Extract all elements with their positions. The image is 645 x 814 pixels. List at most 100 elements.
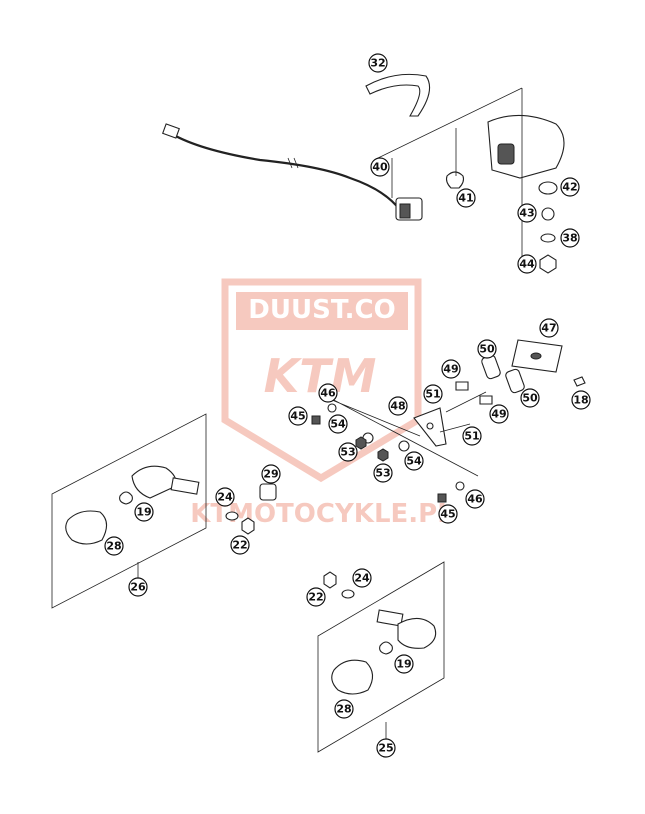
bulb-part bbox=[445, 171, 465, 189]
svg-text:22: 22 bbox=[308, 591, 323, 604]
svg-text:46: 46 bbox=[467, 493, 483, 506]
spacer-part-b bbox=[479, 395, 493, 405]
sleeve-part bbox=[541, 207, 555, 221]
svg-text:29: 29 bbox=[263, 468, 278, 481]
callout: 22 bbox=[306, 587, 326, 607]
nut-22-part bbox=[241, 517, 255, 535]
callout: 50 bbox=[520, 388, 540, 408]
bulb-small-part bbox=[573, 376, 586, 387]
top-assembly bbox=[162, 73, 565, 274]
callout: 24 bbox=[352, 568, 372, 588]
callout: 29 bbox=[261, 464, 281, 484]
svg-text:45: 45 bbox=[440, 508, 455, 521]
lamp-housing-window bbox=[497, 143, 515, 165]
spacer-29-part bbox=[259, 483, 277, 501]
right-signal-stem bbox=[376, 609, 404, 627]
callout: 42 bbox=[560, 177, 580, 197]
svg-text:25: 25 bbox=[378, 742, 393, 755]
svg-text:53: 53 bbox=[340, 446, 355, 459]
callout: 53 bbox=[338, 442, 358, 462]
callout: 41 bbox=[456, 188, 476, 208]
callout: 28 bbox=[334, 699, 354, 719]
right-turn-signal-assembly bbox=[317, 561, 445, 753]
rubber-buffer-part-b bbox=[505, 368, 525, 394]
svg-text:32: 32 bbox=[370, 57, 385, 70]
svg-text:42: 42 bbox=[562, 181, 577, 194]
watermark-badge-text: DUUST.CO bbox=[248, 295, 395, 325]
nut-22-lower-part bbox=[323, 571, 337, 589]
callout: 49 bbox=[441, 359, 461, 379]
svg-text:18: 18 bbox=[573, 394, 588, 407]
callout: 51 bbox=[462, 426, 482, 446]
svg-text:51: 51 bbox=[464, 430, 479, 443]
callout: 24 bbox=[215, 487, 235, 507]
callout: 28 bbox=[104, 536, 124, 556]
spacer-part-a bbox=[455, 381, 469, 391]
signal-mount-parts bbox=[225, 483, 355, 599]
nut-part-b bbox=[377, 448, 389, 462]
washer-24-lower-part bbox=[341, 589, 355, 599]
rubber-band-part bbox=[365, 73, 431, 117]
callout: 43 bbox=[517, 203, 537, 223]
callout: 54 bbox=[404, 451, 424, 471]
callout-layer: 32 40 41 42 43 38 44 47 50 49 51 48 46 4… bbox=[104, 53, 591, 758]
right-signal-body-part bbox=[397, 617, 437, 649]
left-signal-body-part bbox=[131, 465, 177, 499]
washer-part-a bbox=[327, 403, 337, 413]
screw-part-a bbox=[311, 415, 321, 425]
left-signal-stem bbox=[170, 477, 200, 495]
callout: 18 bbox=[571, 390, 591, 410]
screw-part-b bbox=[437, 493, 447, 503]
watermark-badge bbox=[236, 292, 408, 330]
callout: 19 bbox=[394, 654, 414, 674]
callout: 49 bbox=[489, 404, 509, 424]
svg-text:53: 53 bbox=[375, 467, 390, 480]
svg-text:38: 38 bbox=[562, 232, 577, 245]
grommet-part bbox=[538, 181, 558, 195]
svg-text:47: 47 bbox=[541, 322, 556, 335]
callout: 50 bbox=[477, 339, 497, 359]
washer-part bbox=[540, 233, 556, 243]
middle-assembly bbox=[311, 339, 586, 503]
svg-text:43: 43 bbox=[519, 207, 534, 220]
svg-text:49: 49 bbox=[491, 408, 506, 421]
svg-text:50: 50 bbox=[479, 343, 495, 356]
svg-text:54: 54 bbox=[330, 418, 346, 431]
washer-part-b bbox=[455, 481, 465, 491]
svg-text:24: 24 bbox=[354, 572, 370, 585]
washer-24-part bbox=[225, 511, 239, 521]
wiring-harness bbox=[171, 133, 401, 211]
callout: 54 bbox=[328, 414, 348, 434]
callout: 40 bbox=[370, 157, 390, 177]
harness-connector-part bbox=[162, 123, 180, 139]
leader-lines-middle bbox=[329, 391, 487, 477]
callout: 53 bbox=[373, 463, 393, 483]
callout: 19 bbox=[134, 502, 154, 522]
right-signal-bulb-part bbox=[379, 641, 393, 655]
callout: 46 bbox=[318, 383, 338, 403]
callout: 51 bbox=[423, 384, 443, 404]
leader-lines-top bbox=[377, 87, 523, 268]
svg-text:45: 45 bbox=[290, 410, 305, 423]
callout: 46 bbox=[465, 489, 485, 509]
watermark-shield bbox=[221, 278, 422, 483]
callout: 45 bbox=[438, 504, 458, 524]
svg-text:19: 19 bbox=[396, 658, 411, 671]
svg-text:28: 28 bbox=[336, 703, 351, 716]
callout: 26 bbox=[128, 577, 148, 597]
svg-text:44: 44 bbox=[519, 258, 535, 271]
washer-part-d bbox=[398, 440, 410, 452]
svg-text:19: 19 bbox=[136, 506, 151, 519]
right-signal-frame bbox=[317, 561, 445, 753]
watermark: DUUST.CO KTM KTMOTOCYKLE.PL bbox=[190, 278, 454, 529]
nut-part-a bbox=[355, 436, 367, 450]
svg-text:28: 28 bbox=[106, 540, 121, 553]
svg-text:41: 41 bbox=[458, 192, 473, 205]
callout: 44 bbox=[517, 254, 537, 274]
svg-text:51: 51 bbox=[425, 388, 440, 401]
svg-text:50: 50 bbox=[522, 392, 538, 405]
svg-text:40: 40 bbox=[372, 161, 388, 174]
callout: 48 bbox=[388, 396, 408, 416]
bracket-hole bbox=[426, 422, 434, 430]
